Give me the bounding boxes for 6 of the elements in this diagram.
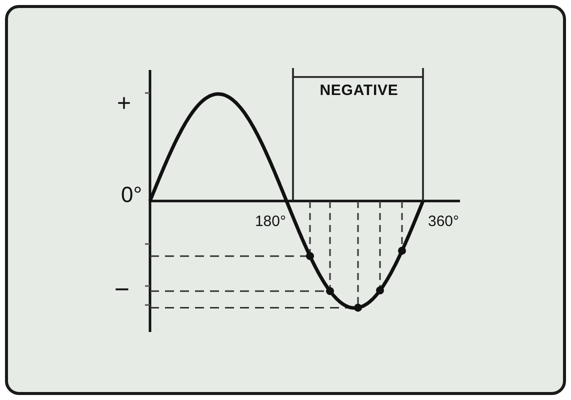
- region-label: NEGATIVE: [318, 83, 400, 98]
- angle-label: 360°: [428, 214, 460, 229]
- axis-label: 0°: [120, 184, 142, 206]
- angle-label: 180°: [254, 214, 286, 229]
- axis-label: +: [116, 92, 132, 116]
- axis-label: −: [113, 276, 131, 302]
